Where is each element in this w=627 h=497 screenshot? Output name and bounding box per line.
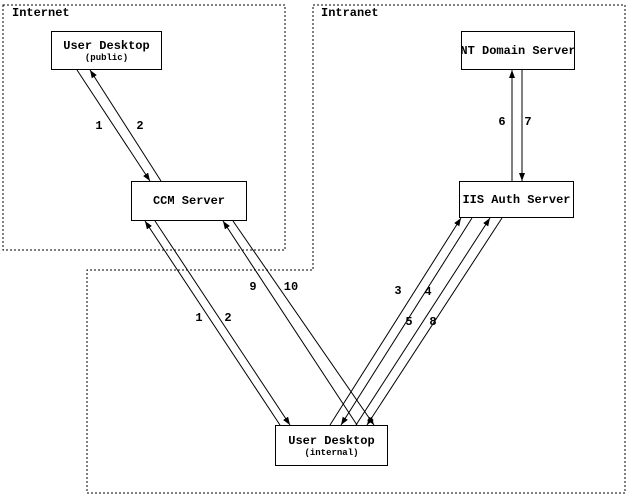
edge-step-10-ccm-server-to-user-desktop-internal: [232, 220, 375, 426]
edge-label-9: 9: [249, 280, 257, 294]
edge-step-3-user-desktop-internal-to-iis-auth-server: [329, 217, 462, 426]
node-subtitle: (internal): [304, 447, 359, 458]
zone-outline-intranet: [86, 4, 626, 494]
edge-label-6: 6: [498, 115, 506, 129]
edge-step-8-iis-auth-server-to-user-desktop-internal: [366, 217, 503, 426]
node-title: User Desktop: [288, 433, 375, 448]
edge-step-4-iis-auth-server-to-user-desktop-internal: [340, 217, 473, 426]
node-title: User Desktop: [63, 38, 150, 53]
edge-step-2-ccm-server-to-user-desktop-public: [89, 69, 162, 182]
edge-label-1-public: 1: [95, 119, 103, 133]
edge-step-2-ccm-server-to-user-desktop-internal: [154, 220, 291, 426]
node-nt-domain-server: NT Domain Server: [460, 31, 576, 70]
node-title: NT Domain Server: [460, 43, 576, 58]
node-subtitle: (public): [84, 52, 129, 63]
node-title: IIS Auth Server: [462, 192, 571, 207]
node-user-desktop-internal: User Desktop (internal): [275, 425, 388, 466]
edge-step-1-user-desktop-public-to-ccm-server: [76, 69, 151, 182]
edge-label-10: 10: [283, 280, 299, 294]
node-user-desktop-public: User Desktop (public): [51, 31, 162, 70]
zone-label-internet: Internet: [12, 6, 70, 20]
zone-outline-internet: [2, 4, 286, 251]
edge-label-5: 5: [405, 315, 413, 329]
node-iis-auth-server: IIS Auth Server: [459, 181, 574, 218]
node-title: CCM Server: [152, 194, 225, 208]
zone-label-intranet: Intranet: [321, 6, 379, 20]
edge-label-1-internal: 1: [195, 311, 203, 325]
edge-label-7: 7: [524, 115, 532, 129]
edge-label-2-internal: 2: [224, 311, 232, 325]
node-ccm-server: CCM Server: [131, 181, 247, 221]
edge-label-8: 8: [429, 315, 437, 329]
edge-step-5-user-desktop-internal-to-iis-auth-server: [355, 217, 491, 426]
edge-label-3: 3: [394, 284, 402, 298]
edge-step-9-user-desktop-internal-to-ccm-server: [222, 220, 358, 426]
edge-label-2-public: 2: [136, 119, 144, 133]
edge-label-4: 4: [424, 285, 432, 299]
edge-step-1-user-desktop-internal-to-ccm-server: [144, 220, 281, 426]
